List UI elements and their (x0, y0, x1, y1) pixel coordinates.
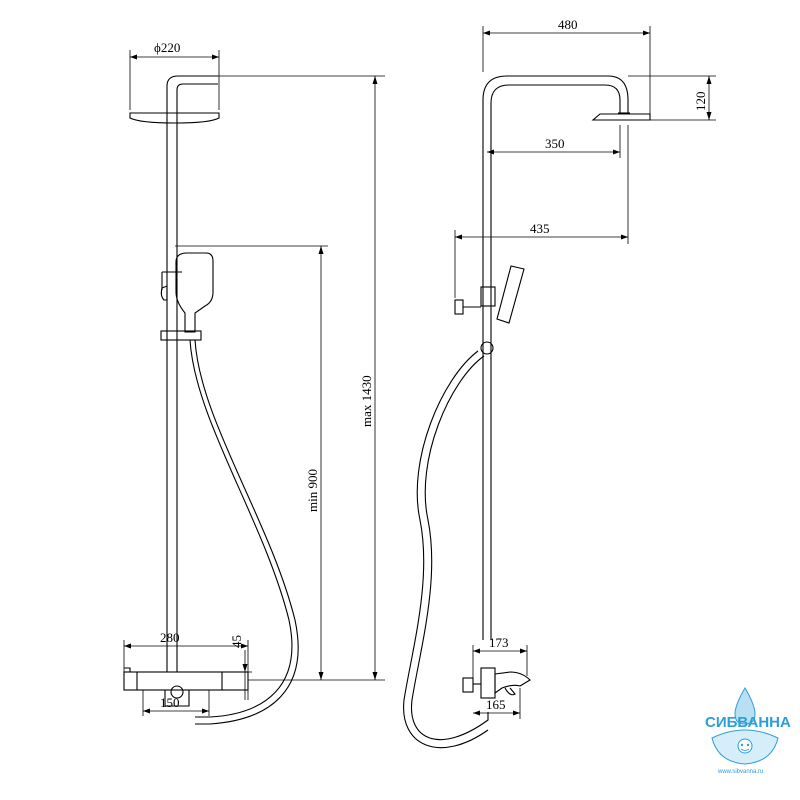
logo-name: СИБВАННА (705, 714, 791, 731)
front-head-stem (166, 75, 218, 113)
dim-max-height: max 1430 (359, 375, 374, 427)
side-view (403, 75, 651, 749)
side-mixer-body (480, 667, 496, 699)
side-shower-head (591, 113, 651, 121)
dim-head-diameter: ϕ220 (154, 40, 180, 55)
front-hand-shower (175, 252, 214, 333)
dim-spout-top: 173 (489, 635, 509, 650)
logo-url: www.sibvanna.ru (717, 769, 763, 775)
dim-head-height: 120 (693, 92, 708, 112)
front-view (123, 75, 299, 725)
dim-spout-bottom: 165 (486, 697, 506, 712)
front-shower-head (129, 112, 220, 124)
dim-mixer-height: 45 (229, 635, 244, 648)
side-spout (494, 671, 531, 695)
side-hand-shower (496, 265, 525, 324)
side-arm-outer (482, 75, 629, 640)
dim-arm-total: 480 (558, 17, 578, 32)
front-hose (194, 339, 299, 725)
sibvanna-logo: СИБВАННА www.sibvanna.ru (705, 687, 791, 775)
front-mixer-body (123, 671, 249, 691)
arrowheads (124, 30, 712, 716)
side-mixer-wall (462, 677, 474, 693)
side-hose (410, 355, 489, 741)
side-hose-holder (480, 341, 494, 355)
side-arm-inner (490, 84, 621, 640)
dim-holder-reach: 435 (530, 221, 550, 236)
side-wall-bracket (454, 299, 464, 315)
dim-arm-reach: 350 (545, 136, 565, 151)
dim-mixer-center: 150 (160, 695, 180, 710)
dim-min-height: min 900 (305, 469, 320, 512)
dimension-lines (123, 26, 716, 719)
front-slide-holder (160, 330, 202, 341)
front-spout (164, 690, 190, 707)
dim-mixer-width: 280 (160, 630, 180, 645)
